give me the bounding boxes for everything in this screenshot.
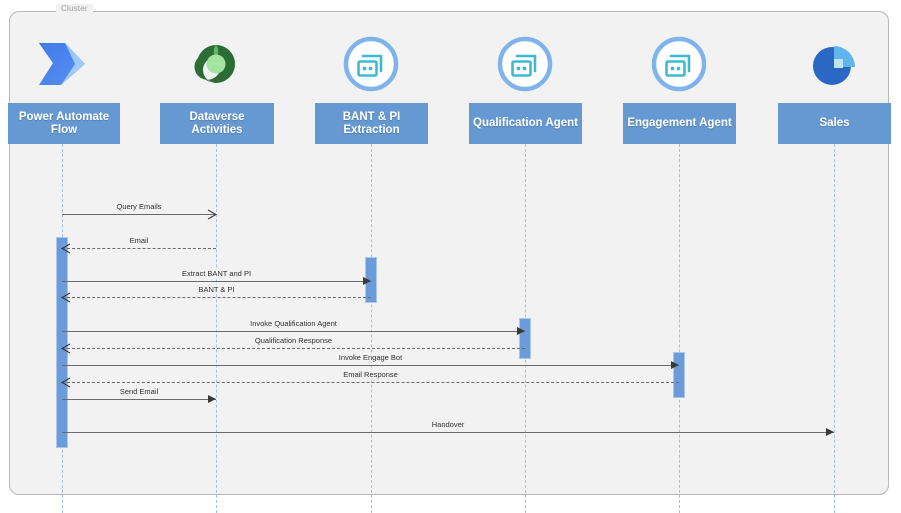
participant-sales[interactable]: Sales [778,103,891,144]
participant-power-automate-flow[interactable]: Power Automate Flow [8,103,120,144]
lifeline-dataverse-activities [216,144,217,513]
message-label: Qualification Response [251,336,336,345]
cluster-frame [9,11,889,495]
message-line [62,348,525,349]
lifeline-sales [834,144,835,513]
arrowhead-right [671,360,679,369]
message-label: BANT & PI [195,285,238,294]
copilot-agent-icon [494,33,556,95]
message-label: Handover [428,420,468,429]
message-label: Invoke Qualification Agent [247,319,340,328]
message-label: Email [126,236,152,245]
message-line [62,432,834,433]
message-label: Invoke Engage Bot [335,353,406,362]
message-label: Email Response [340,370,401,379]
message-label: Extract BANT and PI [178,269,255,278]
message-label: Send Email [116,387,162,396]
participant-bant-pi-extraction[interactable]: BANT & PI Extraction [315,103,428,144]
dynamics-sales-icon [803,33,865,95]
participant-label: Engagement Agent [627,117,732,129]
activation-bar-power-automate-flow [56,237,68,448]
arrowhead-left [60,292,71,302]
participant-label: Sales [819,117,850,129]
participant-label: Dataverse Activities [189,110,245,136]
message-label: Query Emails [113,202,165,211]
message-line [62,297,371,298]
participant-label: BANT & PI Extraction [342,110,401,136]
message-line [62,281,371,282]
participant-label: Qualification Agent [473,117,578,129]
message-line [62,214,216,215]
copilot-agent-icon [648,33,710,95]
dataverse-icon [185,33,247,95]
message-line [62,382,679,383]
lifeline-bant-pi-extraction [371,144,372,513]
message-line [62,248,216,249]
power-automate-icon [31,33,93,95]
arrowhead-left [60,243,71,253]
copilot-agent-icon [340,33,402,95]
arrowhead-right [207,209,218,219]
lifeline-engagement-agent [679,144,680,513]
message-line [62,365,679,366]
message-line [62,399,216,400]
participant-qualification-agent[interactable]: Qualification Agent [469,103,582,144]
arrowhead-right [517,326,525,335]
arrowhead-left [60,377,71,387]
arrowhead-right [363,276,371,285]
participant-dataverse-activities[interactable]: Dataverse Activities [160,103,274,144]
participant-label: Power Automate Flow [18,110,110,136]
arrowhead-left [60,343,71,353]
cluster-label: Cluster [56,4,93,14]
arrowhead-right [826,427,834,436]
participant-engagement-agent[interactable]: Engagement Agent [623,103,736,144]
message-line [62,331,525,332]
arrowhead-right [208,394,216,403]
